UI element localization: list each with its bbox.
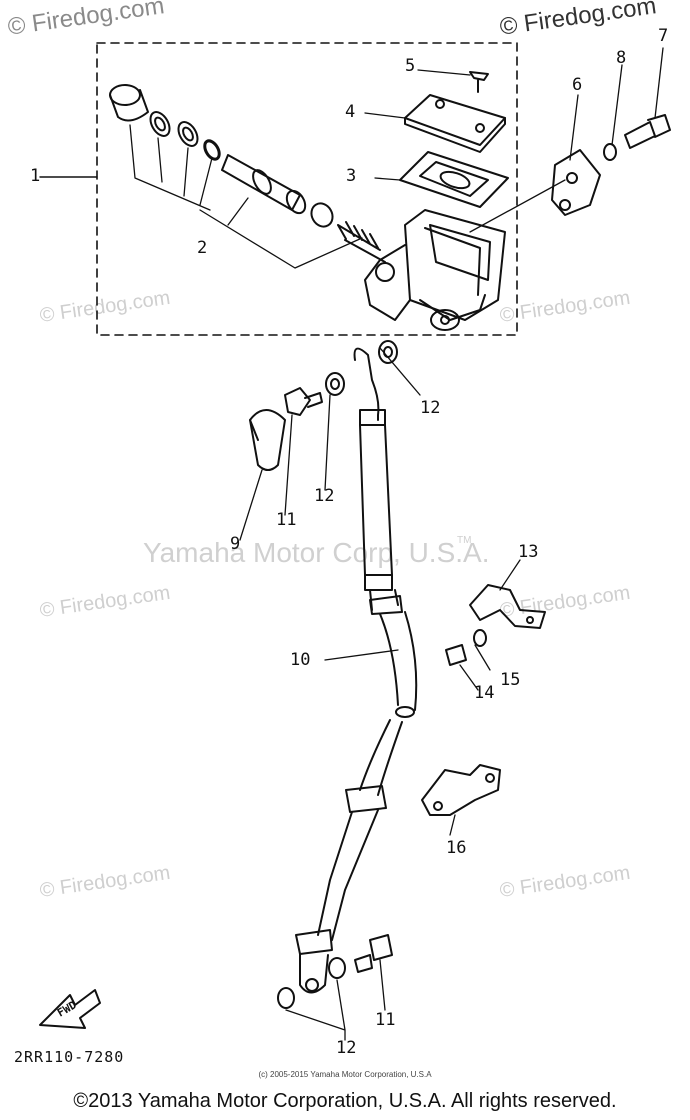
part-label-14: 14 [474,683,495,703]
clamp-bracket-part [551,149,601,216]
bolt-part [624,114,671,149]
part-label-12: 12 [314,486,335,506]
brake-hose-part [295,347,418,994]
washer-part [325,372,345,396]
bleed-cap-part [249,409,286,471]
part-label-11: 11 [375,1010,396,1030]
hose-guide-part [421,764,501,816]
washer-part [328,957,346,979]
part-label-5: 5 [405,56,416,76]
fwd-arrow-label: FWD [55,998,79,1019]
footer-copyright: ©2013 Yamaha Motor Corporation, U.S.A. A… [73,1090,617,1112]
part-label-9: 9 [230,534,241,554]
boot-part [109,84,149,122]
washer-part [378,340,398,364]
cup-part [310,202,334,228]
fwd-arrow-icon [39,989,101,1029]
part-label-12: 12 [336,1038,357,1058]
diaphragm-part [399,151,509,208]
part-label-2: 2 [197,238,208,258]
part-label-13: 13 [518,542,539,562]
washer-part [149,111,171,137]
banjo-bolt-part [284,387,323,416]
part-label-15: 15 [500,670,521,690]
hose-guide-part [469,584,546,629]
screw-part [469,71,489,93]
seal-part [177,121,199,147]
washer-part [603,143,617,161]
part-label-16: 16 [446,838,467,858]
part-label-8: 8 [616,48,627,68]
small-copyright: (c) 2005-2015 Yamaha Motor Corporation, … [258,1070,432,1079]
part-label-6: 6 [572,75,583,95]
part-label-3: 3 [346,166,357,186]
washer-part [473,629,487,647]
part-label-11: 11 [276,510,297,530]
part-label-1: 1 [30,166,41,186]
bolt-part [445,644,467,666]
washer-part [277,987,295,1009]
part-label-10: 10 [290,650,311,670]
part-label-12: 12 [420,398,441,418]
trademark-mark: TM [457,535,472,546]
diagram-code: 2RR110-7280 [14,1048,125,1066]
assembly-box [96,42,518,336]
part-label-7: 7 [658,26,669,46]
o-ring-part [203,139,221,161]
spring-part [337,221,386,263]
banjo-bolt-part [354,934,393,973]
piston-part [221,154,307,215]
watermark-center: Yamaha Motor Corp, U.S.A. [143,537,490,568]
reservoir-cap-part [404,94,506,153]
part-label-4: 4 [345,102,356,122]
master-cylinder-body [364,209,506,331]
